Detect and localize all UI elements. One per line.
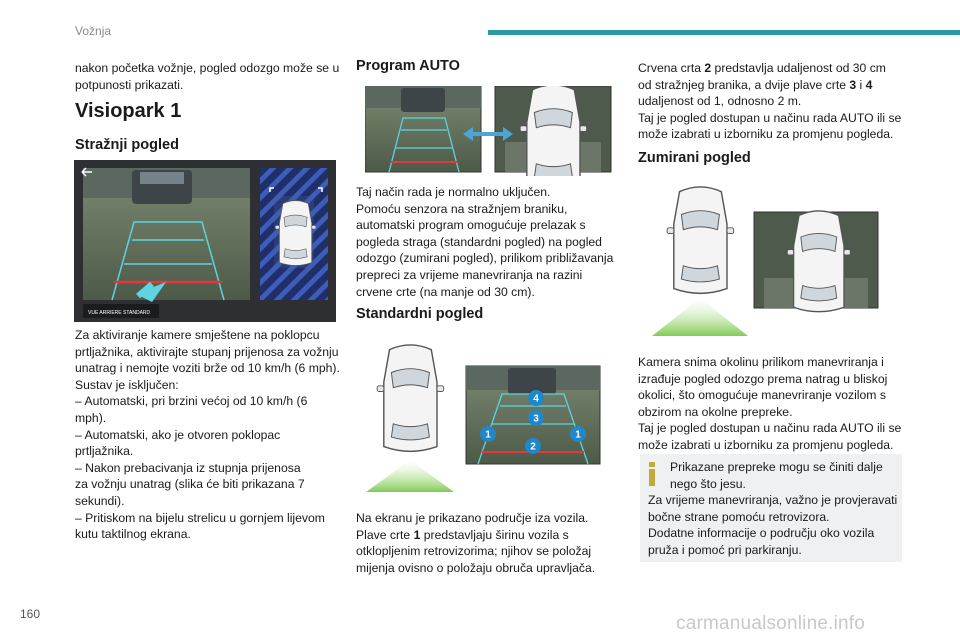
subheading-rear-view: Stražnji pogled <box>75 137 179 153</box>
svg-text:1: 1 <box>485 430 491 441</box>
marker-1-left: 1 <box>480 426 496 442</box>
guide-lines <box>111 221 225 301</box>
double-arrow-icon <box>463 127 513 141</box>
svg-text:4: 4 <box>533 394 539 405</box>
page-number: 160 <box>20 607 41 621</box>
svg-text:3: 3 <box>533 414 539 425</box>
zoom-view-illustration <box>652 186 879 336</box>
auto-program-body: Taj način rada je normalno uključen. Pom… <box>356 185 614 299</box>
car-top-icon <box>274 200 317 266</box>
back-arrow-icon[interactable] <box>81 167 92 177</box>
standard-view-illustration: 4 3 1 2 1 <box>366 344 601 492</box>
watermark: carmanualsonline.info <box>676 613 866 634</box>
marker-4: 4 <box>528 390 544 406</box>
info-text: Prikazane prepreke mogu se činiti dalje … <box>648 460 898 557</box>
marker-2: 2 <box>525 438 541 454</box>
info-icon <box>648 462 656 486</box>
auto-program-illustration <box>365 86 612 176</box>
section-heading-visiopark: Visiopark 1 <box>75 100 182 122</box>
rear-view-body: Za aktiviranje kamere smještene na poklo… <box>75 328 340 542</box>
red-line-description: Crvena crta 2 predstavlja udaljenost od … <box>638 61 902 142</box>
svg-text:2: 2 <box>530 442 536 453</box>
subheading-standard-view: Standardni pogled <box>356 306 484 322</box>
camera-field-beam <box>366 460 454 492</box>
header-accent-bar <box>488 30 960 35</box>
marker-1-right: 1 <box>570 426 586 442</box>
car-top-icon <box>666 186 735 295</box>
car-top-icon <box>376 344 445 453</box>
subheading-zoom-view: Zumirani pogled <box>638 150 751 166</box>
standard-view-body: Na ekranu je prikazano područje iza vozi… <box>356 511 596 575</box>
marker-3: 3 <box>528 410 544 426</box>
subheading-auto-program: Program AUTO <box>356 58 460 74</box>
camera-field-beam <box>652 298 748 336</box>
view-mode-button[interactable]: VUE ARRIERE STANDARD <box>88 310 151 316</box>
rear-camera-screen-illustration: VUE ARRIERE STANDARD <box>74 160 336 322</box>
intro-text: nakon početka vožnje, pogled odozgo može… <box>75 61 340 92</box>
zoom-view-body: Kamera snima okolinu prilikom manevriran… <box>638 355 902 452</box>
header-title: Vožnja <box>75 24 112 38</box>
info-box: Prikazane prepreke mogu se činiti dalje … <box>640 454 902 562</box>
svg-text:1: 1 <box>575 430 581 441</box>
